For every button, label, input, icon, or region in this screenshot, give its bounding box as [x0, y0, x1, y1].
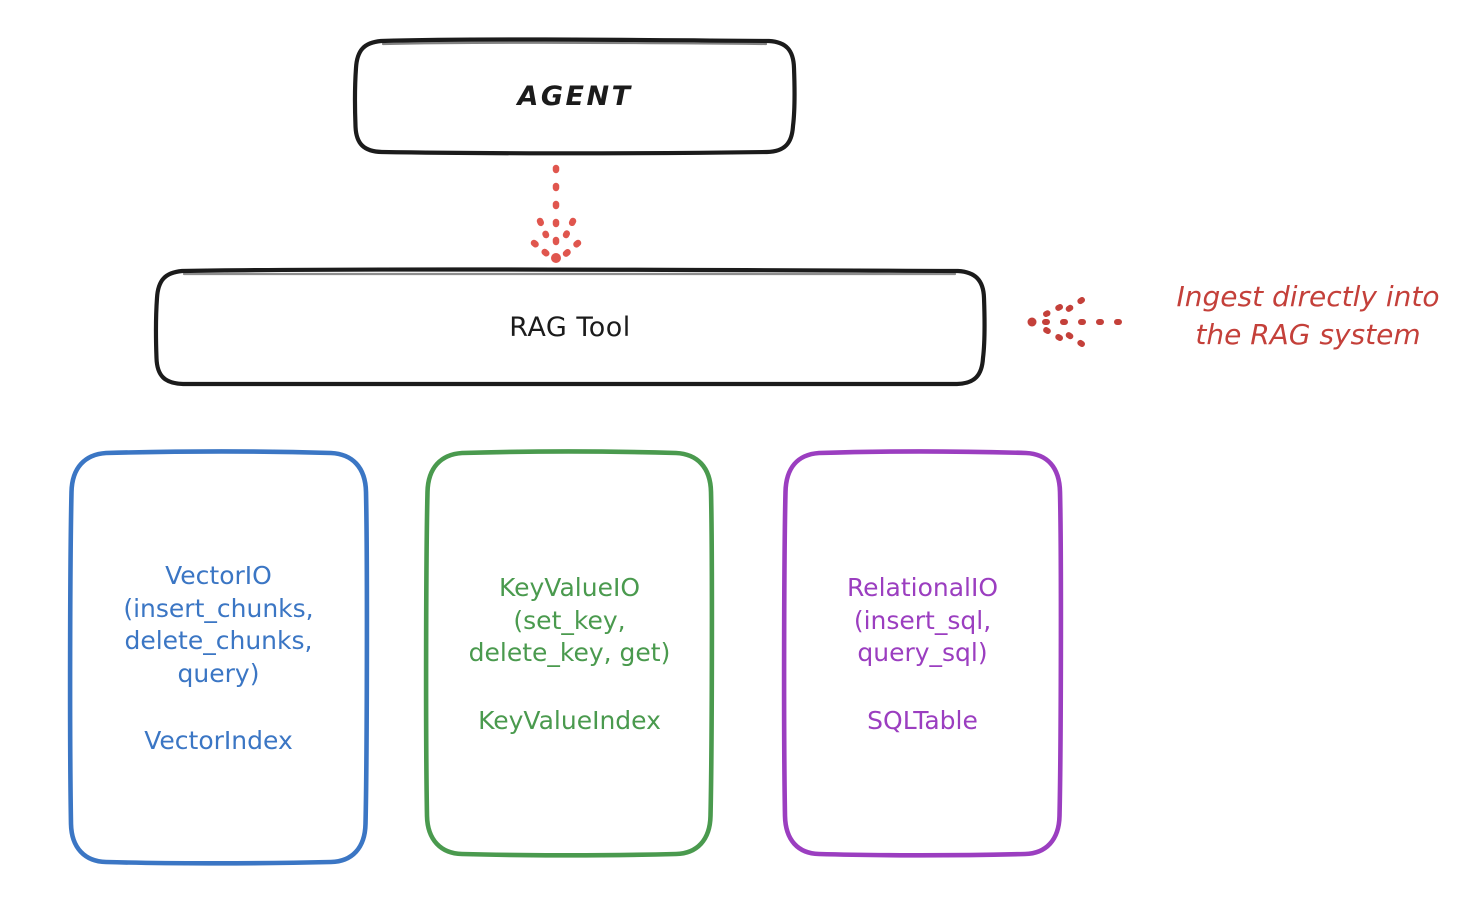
rag-tool-node-label: RAG Tool: [509, 311, 631, 343]
agent-node[interactable]: AGENT: [355, 40, 795, 153]
ingest-to-rag-tool-connector: [1027, 297, 1130, 347]
vector-io-node[interactable]: VectorIO (insert_chunks, delete_chunks, …: [70, 452, 367, 863]
agent-to-rag-tool-connector: [530, 164, 582, 263]
relational-io-api-label: RelationalIO (insert_sql, query_sql): [846, 573, 999, 668]
key-value-io-api-label: KeyValueIO (set_key, delete_key, get): [468, 573, 671, 668]
relational-io-node[interactable]: RelationalIO (insert_sql, query_sql) SQL…: [785, 452, 1060, 855]
key-value-io-index-label: KeyValueIndex: [478, 705, 661, 735]
relational-io-box-outline: [781, 449, 1064, 858]
agent-box-outline: [352, 37, 797, 156]
ingest-annotation-text: Ingest directly into the RAG system: [1176, 280, 1440, 351]
agent-node-label: AGENT: [517, 80, 633, 112]
rag-tool-node[interactable]: RAG Tool: [155, 270, 985, 385]
vector-io-api-label: VectorIO (insert_chunks, delete_chunks, …: [123, 561, 314, 688]
vector-io-index-label: VectorIndex: [144, 726, 293, 755]
key-value-io-box-outline: [423, 449, 715, 858]
vector-io-box-outline: [67, 449, 370, 866]
relational-io-index-label: SQLTable: [867, 705, 978, 735]
key-value-io-node[interactable]: KeyValueIO (set_key, delete_key, get) Ke…: [428, 452, 711, 855]
